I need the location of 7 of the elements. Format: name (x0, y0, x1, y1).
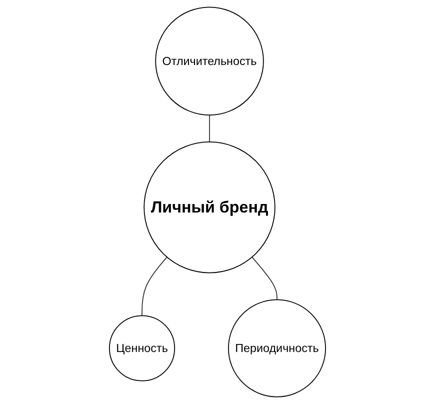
node-circle: Личный бренд (144, 142, 276, 274)
connector (209, 114, 210, 142)
node-circle: Периодичность (228, 299, 326, 398)
node-circle: Ценность (109, 315, 176, 382)
node-circle: Отличительность (155, 6, 264, 116)
connector (142, 256, 168, 316)
connector (252, 256, 278, 300)
